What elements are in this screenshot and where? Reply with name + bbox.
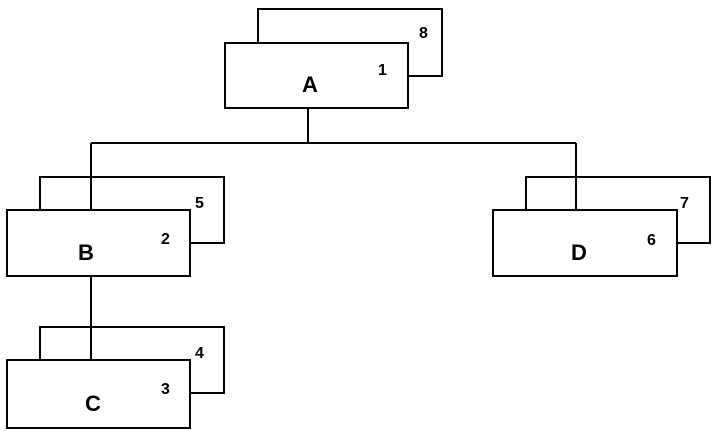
node-c-front-box: [6, 359, 191, 429]
node-d-back-number: 7: [680, 195, 689, 212]
node-b-front-box: [6, 209, 191, 277]
node-b-back-number: 5: [195, 195, 204, 212]
node-c-back-frame: [39, 326, 225, 394]
node-b-label: B: [78, 240, 94, 265]
node-d-back-frame: [525, 176, 711, 244]
node-d-front-number: 6: [647, 232, 656, 249]
node-a-back-frame: [257, 8, 443, 77]
node-b-back-frame: [39, 176, 225, 244]
node-b: 5 B 2: [6, 176, 225, 277]
node-c-back-number: 4: [195, 345, 204, 362]
node-d: 7 D 6: [492, 176, 711, 277]
node-a-back-number: 8: [419, 25, 428, 42]
node-d-label: D: [571, 240, 587, 265]
node-a-label: A: [302, 72, 318, 97]
node-c-label: C: [85, 391, 101, 416]
node-a: 8 A 1: [224, 8, 443, 109]
node-b-front-number: 2: [161, 231, 170, 248]
node-c: 4 C 3: [6, 326, 225, 429]
node-a-front-number: 1: [378, 62, 387, 79]
node-d-front-box: [492, 209, 678, 277]
node-c-front-number: 3: [161, 381, 170, 398]
node-a-front-box: [224, 42, 409, 109]
